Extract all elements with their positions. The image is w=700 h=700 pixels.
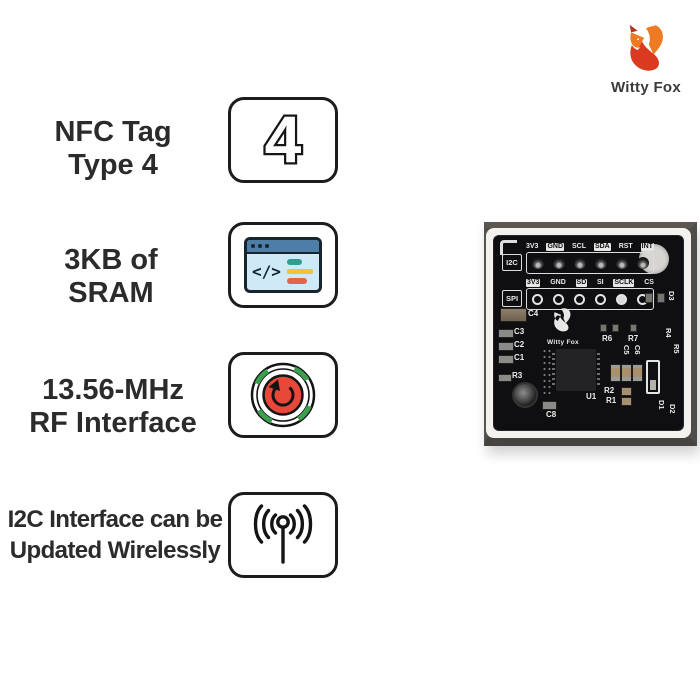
browser-titlebar <box>247 240 319 254</box>
pcb-board: 3V3 GND SCL SDA RST INT I2C 3V3 GND SD <box>493 235 684 431</box>
feature-label-sram: 3KB of SRAM <box>64 244 158 309</box>
pcb-brand-text: Witty Fox <box>547 339 579 346</box>
ref-u1: U1 <box>586 392 597 401</box>
ref-c4: C4 <box>528 309 539 318</box>
code-glyph: </> <box>252 261 281 281</box>
capacitor-c8 <box>542 401 557 410</box>
ref-c3: C3 <box>514 327 525 336</box>
resistor <box>621 397 632 406</box>
ref-d1: D1 <box>657 400 666 410</box>
resistor <box>621 387 632 396</box>
badge-digit: 4 <box>265 105 302 175</box>
spi-port-label: SPI <box>502 290 522 307</box>
resistor <box>610 364 621 382</box>
capacitor-c3 <box>498 329 514 338</box>
resistor <box>632 364 643 382</box>
ref-c1: C1 <box>514 353 525 362</box>
capacitor-c2 <box>498 342 514 351</box>
ref-c5: C5 <box>622 345 631 355</box>
fox-icon <box>629 23 663 71</box>
pcb-module-photo: 3V3 GND SCL SDA RST INT I2C 3V3 GND SD <box>484 222 697 446</box>
ref-r4: R4 <box>664 328 673 338</box>
capacitor-c4 <box>500 308 527 322</box>
spi-pin-labels: 3V3 GND SD SI SCLK CS <box>526 279 654 287</box>
ref-r3: R3 <box>512 371 523 380</box>
silkscreen-corner-bracket <box>500 240 517 255</box>
number-4-badge-icon: 4 <box>228 97 338 183</box>
ref-c8: C8 <box>546 410 557 419</box>
component-pad <box>657 293 665 303</box>
capacitor-c1 <box>498 355 514 364</box>
rf-emergency-button-icon <box>228 352 338 438</box>
pcb-antenna-border: 3V3 GND SCL SDA RST INT I2C 3V3 GND SD <box>486 228 691 438</box>
i2c-port-label: I2C <box>502 254 522 271</box>
brand-logo: Witty Fox <box>598 22 694 96</box>
wireless-antenna-icon <box>228 492 338 578</box>
component-pad <box>600 324 607 332</box>
ref-c2: C2 <box>514 340 525 349</box>
i2c-pin-labels: 3V3 GND SCL SDA RST INT <box>526 243 654 251</box>
ref-r7: R7 <box>628 334 639 343</box>
mounting-hole-bottom-left <box>512 382 538 408</box>
brand-name: Witty Fox <box>610 79 682 96</box>
ic-chip <box>552 349 600 391</box>
feature-label-rf: 13.56-MHz RF Interface <box>29 374 197 439</box>
ref-r5: R5 <box>672 344 681 354</box>
resistor <box>621 364 632 382</box>
ref-r1: R1 <box>606 396 617 405</box>
ref-r2: R2 <box>604 386 615 395</box>
ref-r6: R6 <box>602 334 613 343</box>
text-lines <box>287 258 313 284</box>
code-browser-window-icon: </> <box>228 222 338 308</box>
spi-header-holes <box>526 288 654 310</box>
pcb-fox-silkscreen-icon <box>554 308 571 332</box>
ref-c6: C6 <box>633 345 642 355</box>
via-grid <box>542 348 553 394</box>
feature-label-i2c-wireless: I2C Interface can be Updated Wirelessly <box>7 506 223 564</box>
ref-d2: D2 <box>668 404 677 414</box>
component-pad <box>612 324 619 332</box>
component-pad <box>645 293 653 303</box>
resistor-r3 <box>498 374 512 382</box>
i2c-header-holes <box>526 252 654 274</box>
ref-d3: D3 <box>667 291 676 301</box>
component-pad <box>630 324 637 332</box>
feature-label-nfc-type4: NFC Tag Type 4 <box>54 116 172 181</box>
led-bracket <box>646 360 660 394</box>
